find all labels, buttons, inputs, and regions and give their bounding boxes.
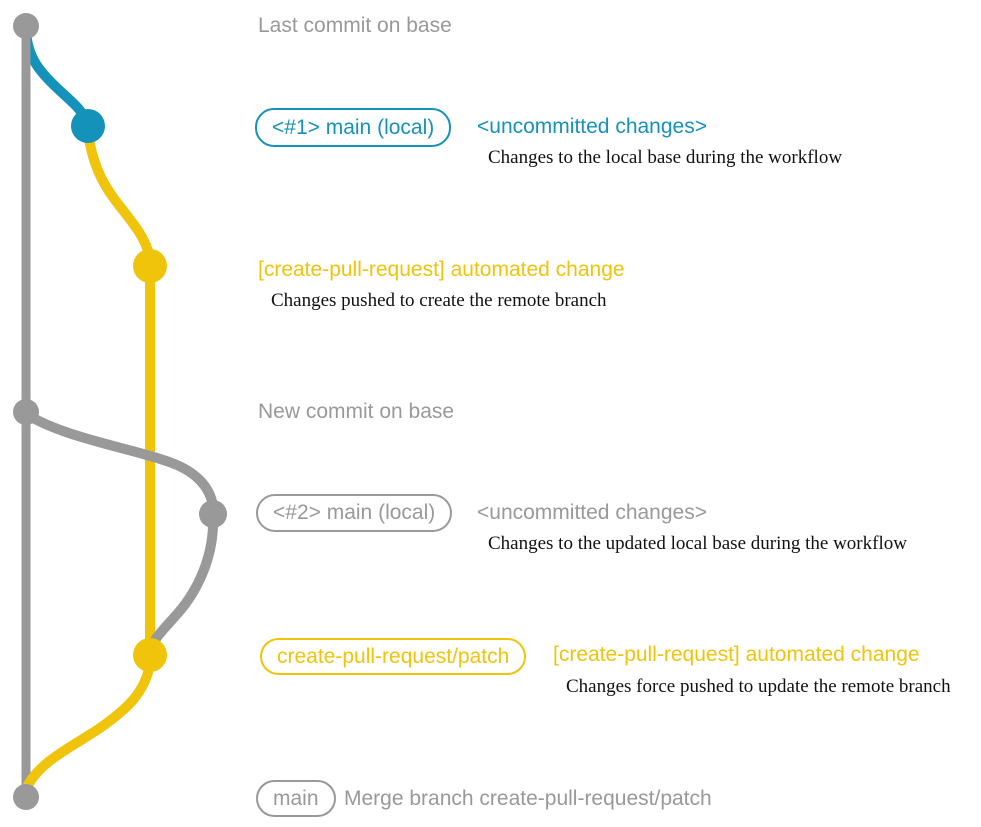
branch-label-create-pull-request-patch: create-pull-request/patch [260, 638, 527, 675]
local-branch-curve-1 [21, 27, 92, 126]
commit-node-remote-1 [133, 249, 167, 283]
merge-curve [23, 658, 155, 790]
description-updated-local-base-changes: Changes to the updated local base during… [488, 533, 907, 554]
note-last-commit-on-base: Last commit on base [258, 14, 452, 37]
commit-node-merge [13, 784, 39, 810]
force-push-curve [146, 521, 218, 653]
description-changes-pushed: Changes pushed to create the remote bran… [271, 290, 607, 311]
status-uncommitted-changes-2: <uncommitted changes> [477, 501, 707, 524]
branch-label-main-local-1: <#1> main (local) [255, 108, 452, 147]
branch-label-main-local-2: <#2> main (local) [256, 494, 453, 532]
commit-message-automated-change-2: [create-pull-request] automated change [553, 643, 920, 666]
commit-node-local-2 [199, 500, 227, 528]
note-new-commit-on-base: New commit on base [258, 400, 455, 423]
commit-node-remote-2 [133, 638, 167, 672]
commit-message-automated-change-1: [create-pull-request] automated change [258, 258, 625, 281]
commit-node-base-tip [13, 13, 39, 39]
local-branch-curve-2 [23, 410, 218, 511]
description-changes-force-pushed: Changes force pushed to update the remot… [566, 676, 951, 697]
description-local-base-changes: Changes to the local base during the wor… [488, 147, 843, 168]
commit-node-local-1 [71, 109, 105, 143]
remote-branch-curve-1 [83, 128, 155, 263]
commit-message-merge-branch: Merge branch create-pull-request/patch [344, 787, 712, 810]
branch-label-main: main [256, 780, 336, 817]
commit-node-base-new [13, 399, 39, 425]
status-uncommitted-changes-1: <uncommitted changes> [477, 115, 707, 138]
